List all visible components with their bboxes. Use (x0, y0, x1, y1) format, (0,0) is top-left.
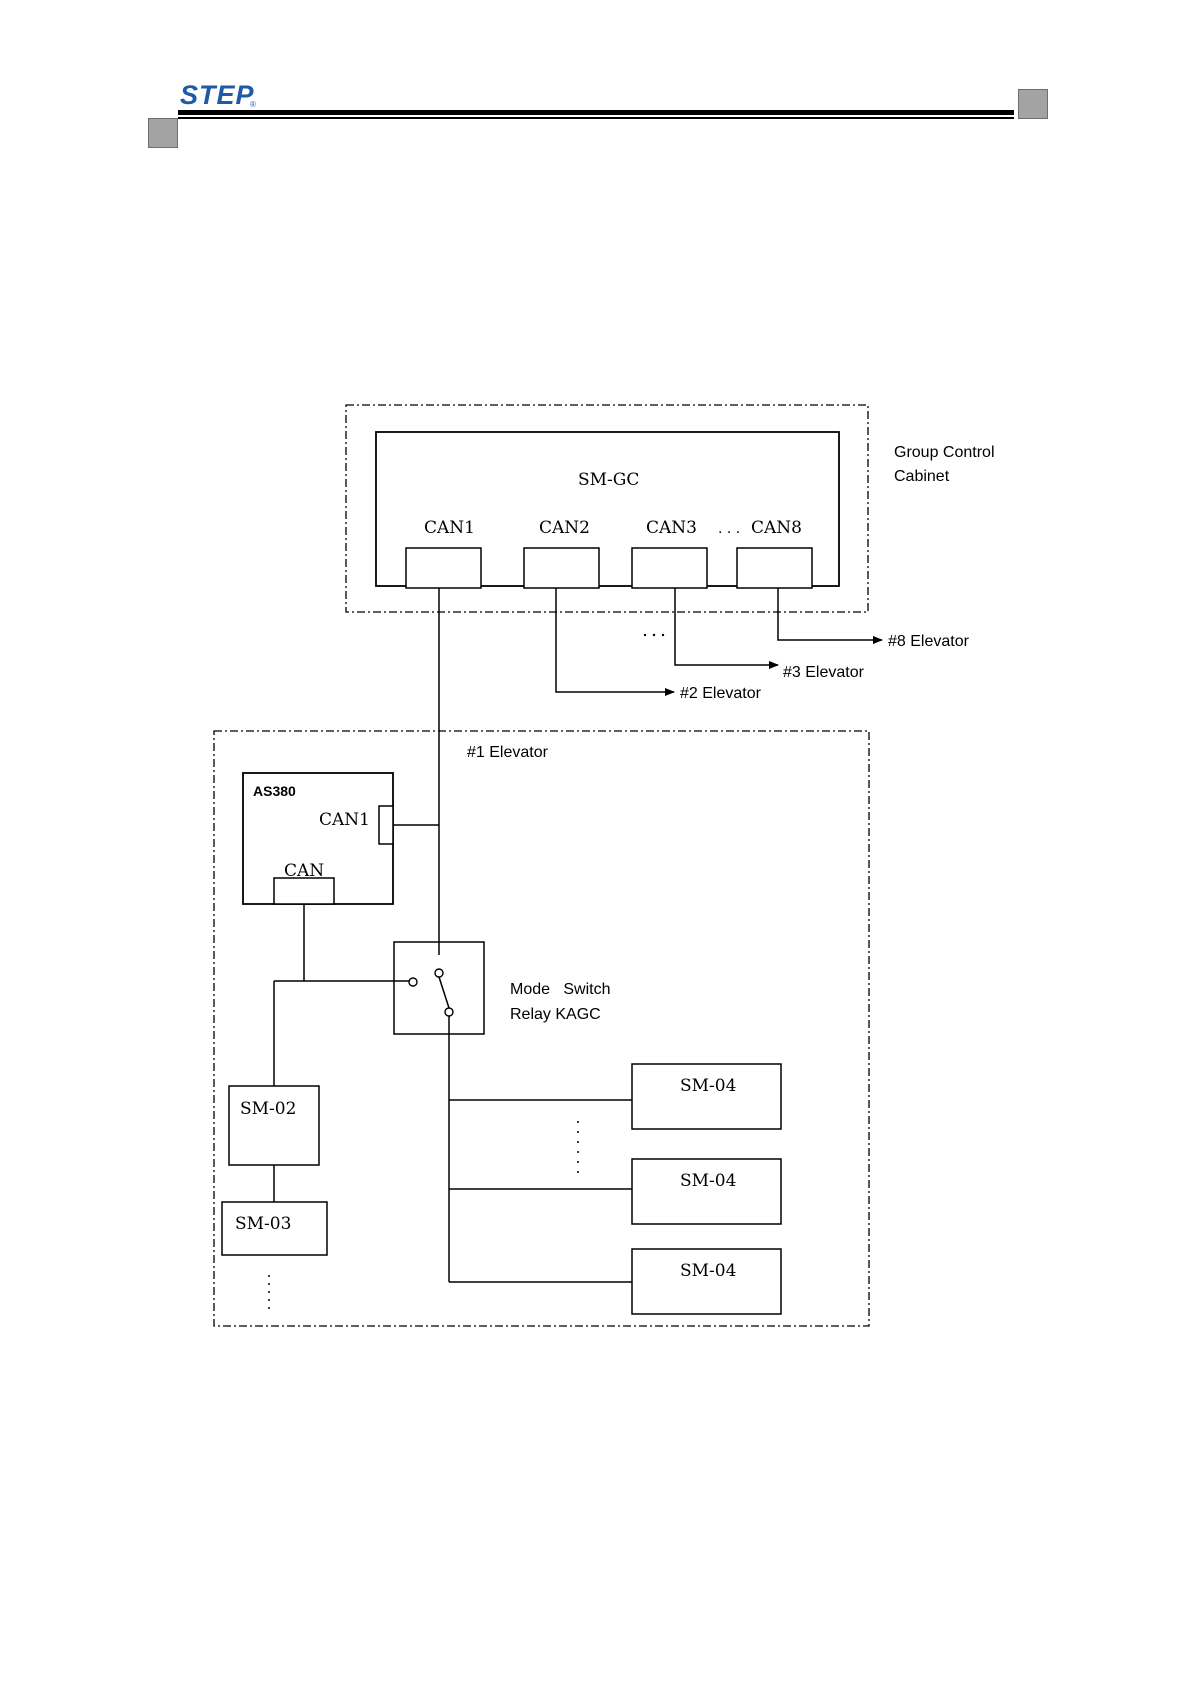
relay-contact-top (435, 969, 443, 977)
can2-port-box (524, 548, 599, 588)
sm04-board-2 (632, 1159, 781, 1224)
sm02-board (229, 1086, 319, 1165)
as380-can-port (274, 878, 334, 904)
relay-switch-blade (439, 977, 449, 1008)
as380-label: AS380 (253, 783, 296, 799)
elevator2-output-label: #2 Elevator (680, 685, 762, 702)
elevator1-label: #1 Elevator (467, 744, 549, 761)
sm04-label-3: SM-04 (680, 1261, 736, 1281)
sm04-label-2: SM-04 (680, 1171, 736, 1191)
can-port-label-3: CAN3 (646, 518, 697, 538)
sm03-label: SM-03 (235, 1214, 291, 1234)
mode-switch-relay (394, 942, 484, 1034)
elevator3-output-label: #3 Elevator (783, 664, 865, 681)
sm04-label-1: SM-04 (680, 1076, 736, 1096)
group-cabinet-label-line2: Cabinet (894, 468, 950, 485)
can8-port-box (737, 548, 812, 588)
sm-gc-label: SM-GC (578, 470, 639, 490)
relay-contact-left (409, 978, 417, 986)
as380-can1-port (379, 806, 393, 844)
sm04-board-3 (632, 1249, 781, 1314)
sm04-continuation-dots (577, 1121, 579, 1173)
group-cabinet-label-line1: Group Control (894, 444, 995, 461)
wire-can8-to-elevator8 (778, 588, 882, 640)
wire-can3-to-elevator3 (675, 588, 778, 665)
can-port-label-1: CAN1 (424, 518, 475, 538)
can-port-label-2: CAN2 (539, 518, 590, 538)
sm04-board-1 (632, 1064, 781, 1129)
relay-contact-bottom (445, 1008, 453, 1016)
can-ellipsis: . . . (718, 520, 740, 537)
as380-can1-label: CAN1 (319, 810, 370, 830)
wire-can2-to-elevator2 (556, 588, 674, 692)
relay-label-line1: Mode Switch (510, 981, 610, 998)
elevator1-boundary (214, 731, 869, 1326)
elevator-ellipsis-dots (644, 634, 664, 636)
relay-label-line2: Relay KAGC (510, 1006, 601, 1023)
elevator8-output-label: #8 Elevator (888, 633, 970, 650)
can3-port-box (632, 548, 707, 588)
can-port-label-8: CAN8 (751, 518, 802, 538)
can1-port-box (406, 548, 481, 588)
sm02-label: SM-02 (240, 1099, 296, 1119)
sm03-continuation-dots (268, 1275, 270, 1309)
